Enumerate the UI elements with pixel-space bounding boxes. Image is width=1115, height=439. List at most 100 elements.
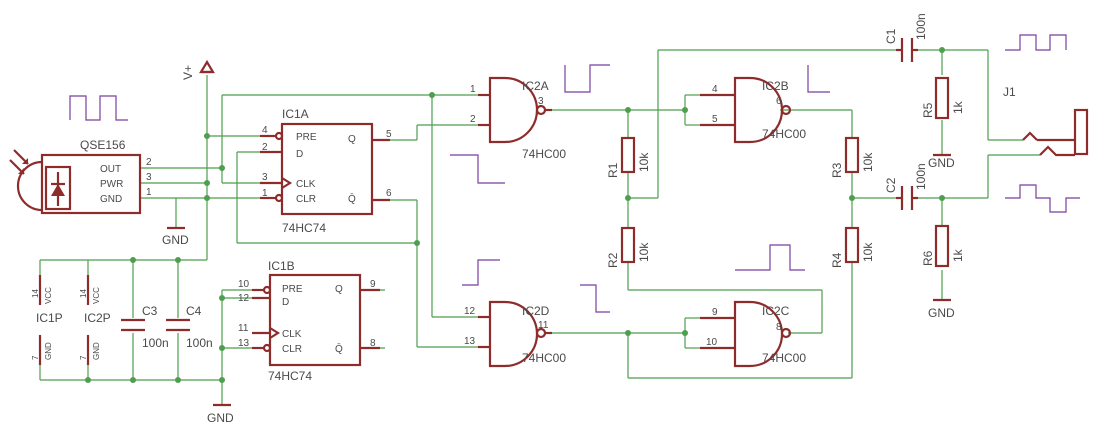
ic1p-vcc: VCC xyxy=(44,287,53,304)
r5-value: 1k xyxy=(951,100,965,114)
capacitor-c4: C4 100n xyxy=(166,304,213,350)
ic2d-pinnum-11: 11 xyxy=(538,320,549,331)
qse156-pin-num-1: 1 xyxy=(146,187,152,198)
gnd-label-qse: GND xyxy=(162,233,189,247)
r2-label: R2 xyxy=(606,252,620,268)
ic2b-pinnum-4: 4 xyxy=(712,84,718,95)
ic1b-pinnum-9: 9 xyxy=(370,279,376,290)
c4-value: 100n xyxy=(186,336,213,350)
ic2p-vcc: VCC xyxy=(92,287,101,304)
ic1b-pin-qbar: Q̄ xyxy=(335,342,343,355)
gnd-label-bottom: GND xyxy=(207,411,234,425)
ic2c-pinnum-8: 8 xyxy=(776,322,782,333)
ic2b-nand-gate: IC2B 74HC00 4 5 6 xyxy=(700,76,806,144)
junctions xyxy=(85,47,945,383)
ic1a-pinnum-5: 5 xyxy=(386,129,392,140)
ic1b-pinnum-12: 12 xyxy=(238,293,250,304)
capacitor-c1: C1 100n xyxy=(884,13,928,62)
ic2p-power: 14 VCC 7 GND IC2P xyxy=(79,275,111,365)
resistor-r6: R6 1k xyxy=(921,224,965,268)
r3-value: 10k xyxy=(861,152,875,172)
r3-label: R3 xyxy=(830,162,844,178)
c2-label: C2 xyxy=(884,177,898,193)
ic1a-pinnum-2: 2 xyxy=(262,142,268,153)
ic2b-label: IC2B xyxy=(762,79,789,93)
ic1a-value: 74HC74 xyxy=(282,221,326,235)
ic2d-pinnum-12: 12 xyxy=(464,306,476,317)
ic2a-label: IC2A xyxy=(522,79,549,93)
qse156-sensor: QSE156 OUT PWR GND 2 3 1 xyxy=(9,138,152,215)
ic2c-pinnum-10: 10 xyxy=(706,337,718,348)
ic2p-pin7: 7 xyxy=(79,355,88,360)
ic1b-pinnum-10: 10 xyxy=(238,279,250,290)
r1-label: R1 xyxy=(606,162,620,178)
gnd-symbol-r5: GND xyxy=(928,153,955,170)
ic2d-label: IC2D xyxy=(522,304,550,318)
ic1a-pin-d: D xyxy=(296,149,303,160)
ic1b-pin-clr: CLR xyxy=(282,344,302,355)
ic2a-pinnum-3: 3 xyxy=(538,96,544,107)
ic2c-value: 74HC00 xyxy=(762,351,806,365)
ic1a-pin-pre: PRE xyxy=(296,132,317,143)
ic2a-value: 74HC00 xyxy=(522,147,566,161)
qse156-pin-pwr-label: PWR xyxy=(100,179,123,190)
c1-value: 100n xyxy=(914,13,928,40)
gnd-label-r5: GND xyxy=(928,156,955,170)
r2-value: 10k xyxy=(637,242,651,262)
resistor-r5: R5 1k xyxy=(921,76,965,120)
ic2a-nand-gate: IC2A 74HC00 1 2 3 xyxy=(470,76,566,161)
ic1p-pin14: 14 xyxy=(31,289,40,298)
ic1b-pin-clk: CLK xyxy=(282,329,302,340)
ic1b-label: IC1B xyxy=(268,259,295,273)
gnd-label-r6: GND xyxy=(928,306,955,320)
ic1p-pin7: 7 xyxy=(31,355,40,360)
ic1b-pinnum-13: 13 xyxy=(238,338,250,349)
j1-label: J1 xyxy=(1003,85,1016,99)
j1-audio-jack: J1 xyxy=(1003,85,1089,157)
c4-label: C4 xyxy=(186,304,202,318)
qse156-label: QSE156 xyxy=(80,138,126,152)
r4-value: 10k xyxy=(861,242,875,262)
qse156-pin-num-3: 3 xyxy=(146,172,152,183)
ic2a-pinnum-2: 2 xyxy=(470,114,476,125)
ic1p-power: 14 VCC 7 GND IC1P xyxy=(31,275,63,365)
capacitor-c2: C2 100n xyxy=(884,163,928,210)
resistor-r2: R2 10k xyxy=(606,226,651,268)
r6-label: R6 xyxy=(921,250,935,266)
ic2c-nand-gate: IC2C 74HC00 9 10 8 xyxy=(700,300,806,368)
ic2p-pin14: 14 xyxy=(79,289,88,298)
ic1a-pin-clr: CLR xyxy=(296,194,316,205)
qse156-pin-gnd-label: GND xyxy=(100,194,122,205)
ic1b-pin-pre: PRE xyxy=(282,284,303,295)
ic2d-nand-gate: IC2D 74HC00 12 13 11 xyxy=(464,300,566,368)
c1-label: C1 xyxy=(884,28,898,44)
ic2p-gnd: GND xyxy=(92,342,101,360)
c3-value: 100n xyxy=(142,336,169,350)
ic1b-flipflop: IC1B 74HC74 PRE D CLK CLR Q Q̄ 10 12 11 … xyxy=(238,259,380,383)
resistor-r3: R3 10k xyxy=(830,136,875,178)
ic1b-pinnum-11: 11 xyxy=(238,323,249,334)
ic2c-label: IC2C xyxy=(762,304,790,318)
ic1a-pin-clk: CLK xyxy=(296,179,316,190)
qse156-pin-out-label: OUT xyxy=(100,164,121,175)
signal-waveforms xyxy=(69,34,1080,313)
ic1p-label: IC1P xyxy=(36,311,63,325)
ic1p-gnd: GND xyxy=(44,342,53,360)
ic2b-pinnum-6: 6 xyxy=(776,96,782,107)
gnd-symbol-r6: GND xyxy=(928,298,955,320)
ic1b-pinnum-8: 8 xyxy=(370,338,376,349)
ic1b-pin-d: D xyxy=(282,297,289,308)
vplus-symbol: V+ xyxy=(181,59,215,80)
ic2p-label: IC2P xyxy=(84,311,111,325)
resistor-r4: R4 10k xyxy=(830,226,875,268)
ic1b-value: 74HC74 xyxy=(268,369,312,383)
ic2d-pinnum-13: 13 xyxy=(464,336,476,347)
qse156-pin-num-2: 2 xyxy=(146,157,152,168)
r4-label: R4 xyxy=(830,252,844,268)
ic1a-label: IC1A xyxy=(282,107,309,121)
r1-value: 10k xyxy=(637,152,651,172)
ic1a-pin-q: Q xyxy=(348,134,356,145)
ic1a-pinnum-6: 6 xyxy=(386,188,392,199)
ic1a-flipflop: IC1A 74HC74 PRE D CLK CLR Q Q̄ 4 2 3 1 5… xyxy=(260,107,392,235)
